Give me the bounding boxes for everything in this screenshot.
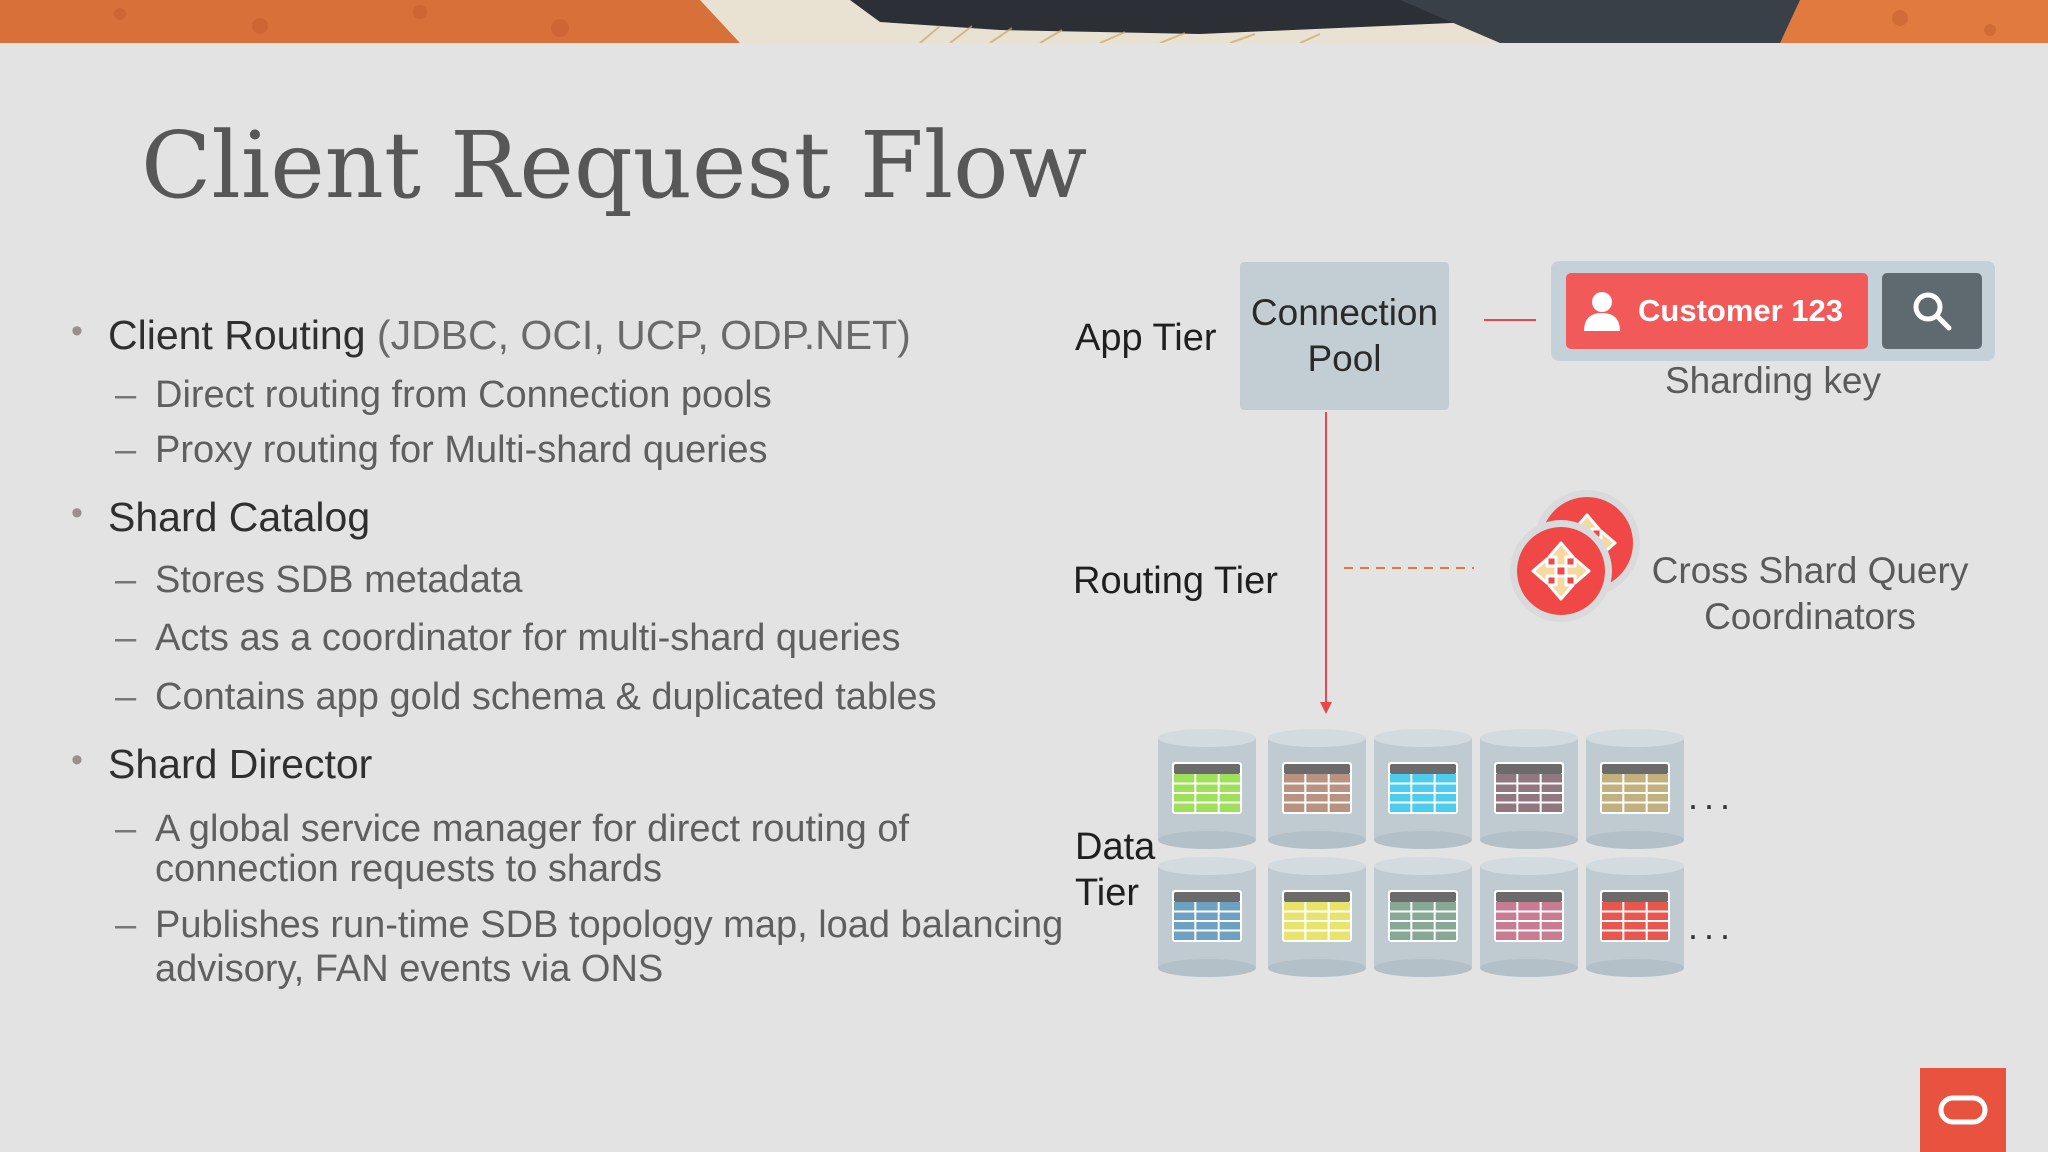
sub-bullet-continuation: advisory, FAN events via ONS — [155, 948, 664, 990]
shard-database-icon — [1374, 857, 1472, 977]
bullet-dot-icon: • — [71, 312, 83, 350]
decorative-banner — [0, 0, 2048, 43]
sub-bullet: –Proxy routing for Multi-shard queries — [115, 429, 768, 471]
bullet-dot-icon: • — [71, 741, 83, 779]
bullet-extra-text: (JDBC, OCI, UCP, ODP.NET) — [365, 312, 911, 358]
coordinator-front — [1510, 520, 1612, 622]
bullet-main-text: Shard Catalog — [108, 494, 371, 540]
app-tier-label: App Tier — [1075, 317, 1217, 359]
search-button[interactable] — [1882, 273, 1982, 349]
shard-database-icon — [1268, 729, 1366, 849]
search-icon — [1913, 292, 1952, 331]
dash-icon: – — [115, 429, 137, 471]
sharding-key-search: Customer 123 — [1551, 261, 1995, 361]
sharding-key-label: Sharding key — [1665, 360, 1881, 401]
sub-bullet: –Stores SDB metadata — [115, 559, 523, 601]
shard-database-icon — [1158, 729, 1256, 849]
routing-tier-label: Routing Tier — [1073, 560, 1278, 602]
sub-bullet: –Direct routing from Connection pools — [115, 374, 772, 416]
sub-bullet-text: Publishes run-time SDB topology map, loa… — [155, 904, 1064, 946]
dash-icon: – — [115, 374, 137, 416]
dash-icon: – — [115, 559, 137, 601]
sub-bullet-text: Contains app gold schema & duplicated ta… — [155, 676, 937, 718]
bullet-main-text: Client Routing — [108, 312, 366, 358]
sub-bullet: –A global service manager for direct rou… — [115, 808, 910, 850]
oracle-logo — [1920, 1068, 2006, 1152]
dash-icon: – — [115, 808, 137, 850]
dash-icon: – — [115, 676, 137, 718]
shard-database-icon — [1480, 729, 1578, 849]
sub-bullet-text: A global service manager for direct rout… — [155, 808, 910, 850]
bullet-client-routing: • Client Routing (JDBC, OCI, UCP, ODP.NE… — [71, 312, 911, 359]
banner-art — [0, 0, 2048, 43]
shard-database-icon — [1158, 857, 1256, 977]
dash-icon: – — [115, 617, 137, 659]
ellipsis-row1: ... — [1688, 776, 1737, 817]
move-arrows-icon — [1531, 541, 1591, 601]
shard-database-icon — [1374, 729, 1472, 849]
sub-bullet-text: Direct routing from Connection pools — [155, 374, 772, 416]
customer-label: Customer 123 — [1638, 293, 1844, 328]
shard-database-icon — [1268, 857, 1366, 977]
sub-bullet-text: Stores SDB metadata — [155, 559, 523, 601]
bullet-dot-icon: • — [71, 494, 83, 532]
sub-bullet-text: Acts as a coordinator for multi-shard qu… — [155, 617, 901, 659]
shard-database-icon — [1586, 729, 1684, 849]
dash-icon: – — [115, 904, 137, 946]
shard-database-icon — [1480, 857, 1578, 977]
sub-bullet: –Contains app gold schema & duplicated t… — [115, 676, 937, 718]
sub-bullet: –Acts as a coordinator for multi-shard q… — [115, 617, 901, 659]
data-tier-label: Data Tier — [1075, 826, 1156, 914]
sub-bullet-text: Proxy routing for Multi-shard queries — [155, 429, 768, 471]
ellipsis-row2: ... — [1688, 906, 1737, 947]
bullet-main-text: Shard Director — [108, 741, 373, 787]
person-icon — [1584, 292, 1620, 331]
bullet-shard-director: • Shard Director — [71, 741, 373, 788]
coordinators-label: Cross Shard Query Coordinators — [1651, 550, 1969, 637]
connection-pool-box: Connection Pool — [1240, 262, 1449, 410]
shard-database-icon — [1586, 857, 1684, 977]
bullet-shard-catalog: • Shard Catalog — [71, 494, 371, 541]
sub-bullet: –Publishes run-time SDB topology map, lo… — [115, 904, 1064, 946]
coordinator-circle — [1517, 527, 1605, 615]
sub-bullet-continuation: connection requests to shards — [155, 848, 662, 890]
slide-title: Client Request Flow — [141, 112, 1088, 219]
customer-field[interactable]: Customer 123 — [1566, 273, 1868, 349]
oracle-logo-icon — [1938, 1095, 1988, 1125]
